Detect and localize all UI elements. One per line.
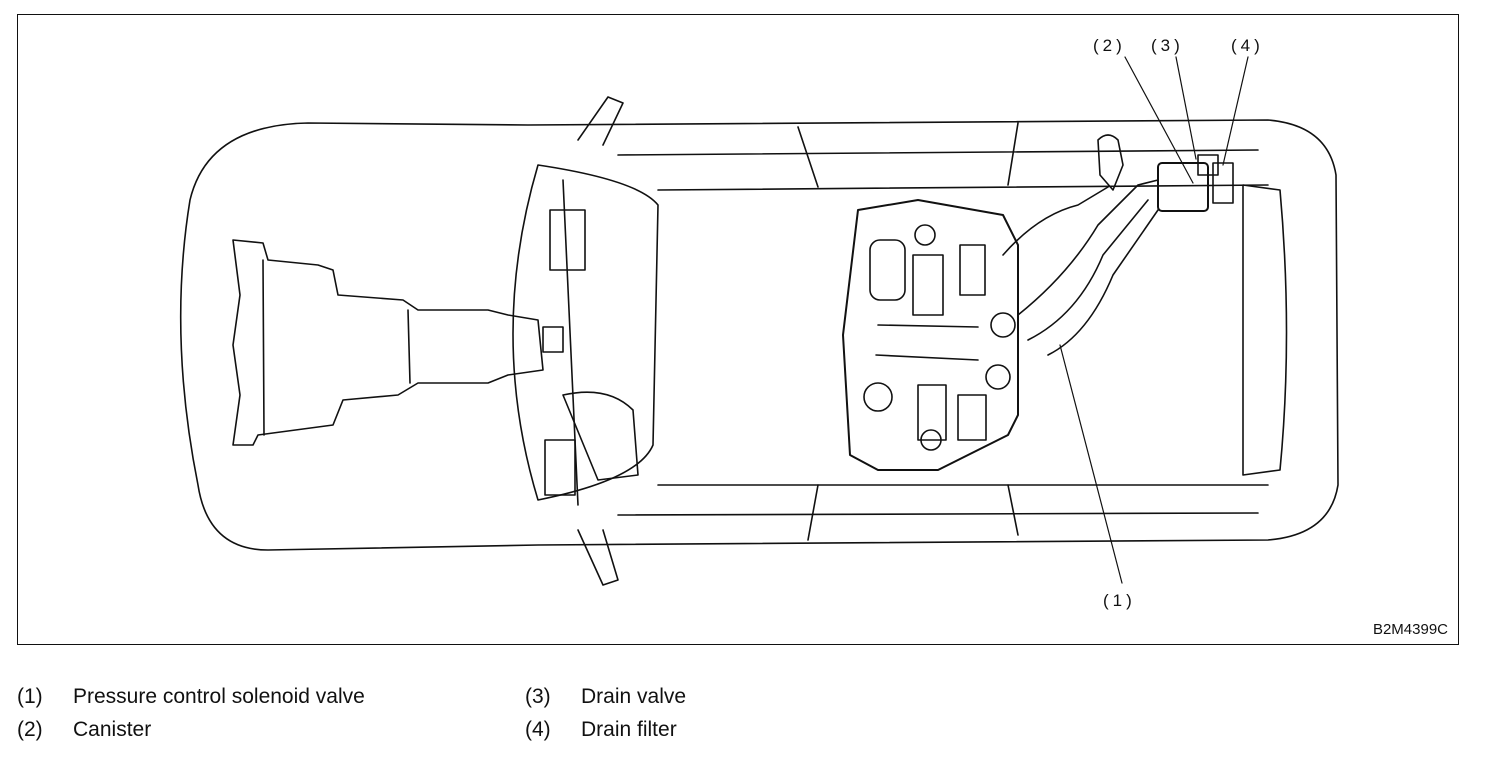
legend-number: (1)	[17, 685, 43, 708]
legend-number: (2)	[17, 718, 43, 741]
leader-line-1	[1059, 344, 1123, 584]
right-mirror	[577, 529, 619, 586]
evap-hose	[1002, 186, 1109, 256]
legend-text: Drain valve	[581, 685, 687, 708]
engine-block	[232, 239, 544, 446]
car-top-view-illustration	[179, 56, 1339, 586]
leader-line-4	[1222, 56, 1249, 166]
legend-text: Drain filter	[581, 718, 677, 741]
callout-1: (1)	[1103, 591, 1136, 610]
figure-code: B2M4399C	[1372, 621, 1448, 638]
canister-shape	[1157, 162, 1209, 212]
diagram-frame: (1) (2) (3) (4) B2M4399C	[17, 14, 1459, 645]
legend-item-3: (3) Drain valve	[525, 685, 686, 709]
legend-text: Canister	[73, 718, 152, 741]
legend-item-4: (4) Drain filter	[525, 718, 677, 742]
callout-3: (3)	[1151, 36, 1184, 55]
legend-item-1: (1) Pressure control solenoid valve	[17, 685, 365, 709]
drain-filter-shape	[1212, 162, 1234, 204]
legend-text: Pressure control solenoid valve	[73, 685, 365, 708]
legend-item-2: (2) Canister	[17, 718, 151, 742]
legend-number: (3)	[525, 685, 551, 708]
callout-4: (4)	[1231, 36, 1264, 55]
rear-window-outline	[1242, 184, 1288, 476]
windshield-outline	[512, 164, 659, 501]
leader-line-2	[1124, 56, 1194, 184]
leader-line-3	[1175, 56, 1197, 160]
legend-number: (4)	[525, 718, 551, 741]
fuel-tank-assembly	[842, 199, 1019, 471]
callout-2: (2)	[1093, 36, 1126, 55]
drain-valve-shape	[1197, 154, 1219, 176]
car-body-outline	[179, 119, 1339, 551]
left-mirror	[577, 96, 624, 146]
filler-neck	[1097, 134, 1124, 191]
